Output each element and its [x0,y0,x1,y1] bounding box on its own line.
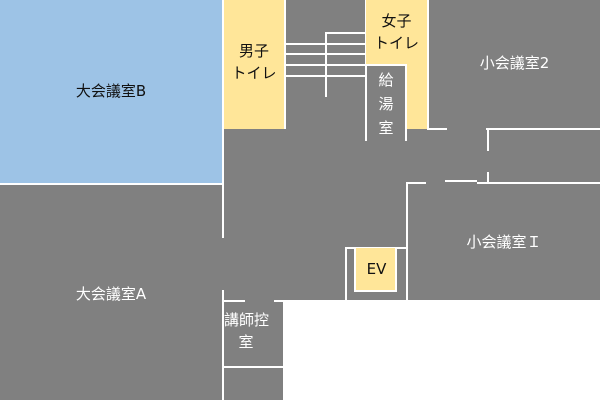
room-small-2-label: 小会議室2 [479,54,550,72]
room-large-a-label: 大会議室A [75,285,147,303]
room-mens-restroom[interactable]: 男子 トイレ [224,0,284,129]
room-small-1-label: 小会議室Ｉ [466,233,542,251]
lecturer-room-label: 講師控 室 [224,311,270,351]
kitchenette-label: 給 湯 室 [378,71,394,137]
outside-area [284,302,600,400]
room-large-b[interactable]: 大会議室B [0,0,222,183]
elevator-label: EV [366,260,387,278]
womens-restroom-label: 女子 トイレ [373,12,419,52]
room-kitchenette[interactable]: 給 湯 室 [365,64,407,141]
room-small-1[interactable]: 小会議室Ｉ [406,183,600,302]
mens-restroom-label: 男子 トイレ [231,42,277,82]
room-large-b-label: 大会議室B [75,82,147,100]
floor-base-lower [0,300,284,400]
room-lecturer[interactable]: 講師控 室 [224,302,284,367]
room-large-a[interactable]: 大会議室A [0,183,222,400]
elevator[interactable]: EV [354,248,397,292]
room-small-2[interactable]: 小会議室2 [427,0,600,130]
